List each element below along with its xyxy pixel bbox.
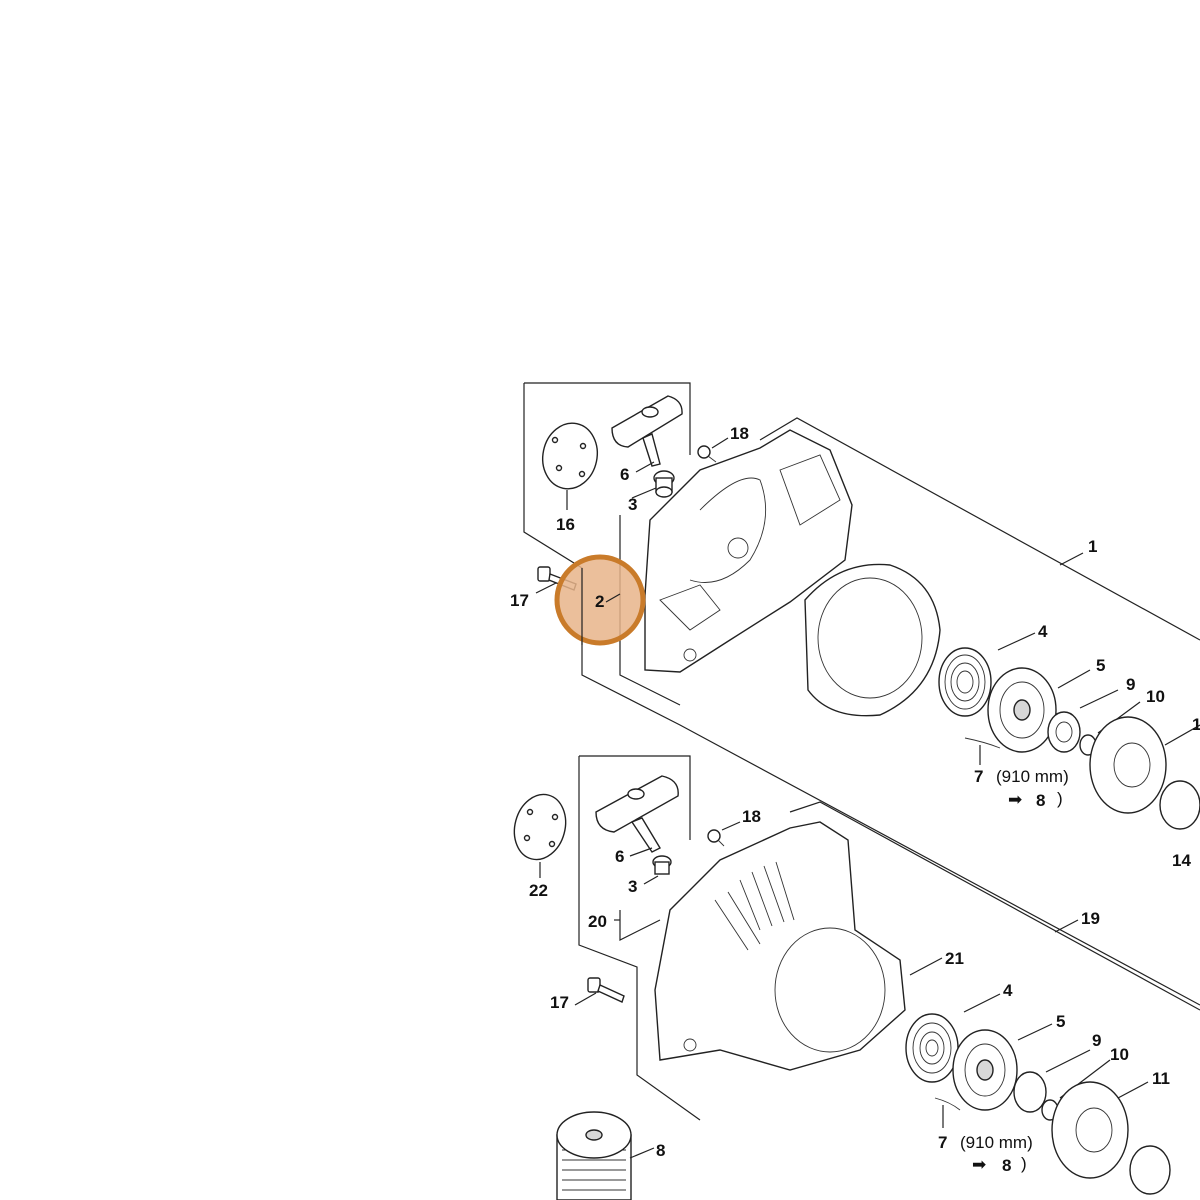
label-part-11-partial: 1 bbox=[1192, 715, 1200, 734]
part-16-plate bbox=[542, 422, 598, 490]
label-part-17-lower: 17 bbox=[550, 993, 569, 1012]
part-19-fan-housing bbox=[654, 821, 906, 1071]
part-7-rope-end-lower bbox=[934, 1097, 961, 1111]
label-paren-close: ) bbox=[1057, 789, 1063, 808]
label-part-5-lower: 5 bbox=[1056, 1012, 1065, 1031]
lower-assembly-frame-top bbox=[789, 801, 1200, 1011]
label-part-16: 16 bbox=[556, 515, 575, 534]
upper-kit-bracket bbox=[524, 382, 691, 455]
label-part-11-lower: 11 bbox=[1152, 1069, 1170, 1088]
lower-kit-bracket bbox=[579, 755, 691, 840]
part-5-rope-rotor bbox=[987, 667, 1057, 753]
part-11-housing-lower bbox=[1051, 1081, 1171, 1195]
label-part-5: 5 bbox=[1096, 656, 1105, 675]
part-18-screw bbox=[697, 445, 717, 463]
part-6-starter-grip bbox=[611, 395, 683, 467]
label-part-8-lower: 8 bbox=[656, 1141, 665, 1160]
part-22-plate bbox=[513, 793, 567, 861]
label-part-7-spec: (910 mm) bbox=[996, 767, 1069, 786]
label-part-4: 4 bbox=[1038, 622, 1048, 641]
part-6-starter-grip-lower bbox=[595, 775, 679, 853]
part-11-housing-partial bbox=[1089, 716, 1200, 830]
part-2-highlight[interactable] bbox=[554, 554, 646, 646]
label-part-19: 19 bbox=[1081, 909, 1100, 928]
part-1-fan-housing bbox=[644, 429, 853, 673]
label-part-4-lower: 4 bbox=[1003, 981, 1013, 1000]
label-part-22: 22 bbox=[529, 881, 548, 900]
label-part-7-lower: 7 bbox=[938, 1133, 947, 1152]
part-3-bushing bbox=[653, 470, 675, 498]
part-9-pawl bbox=[1047, 711, 1081, 753]
label-part-20: 20 bbox=[588, 912, 607, 931]
label-part-3-lower: 3 bbox=[628, 877, 637, 896]
part-18-screw-lower bbox=[707, 829, 725, 847]
part-4-rewind-spring bbox=[938, 647, 992, 717]
label-part-1: 1 bbox=[1088, 537, 1097, 556]
upper-assembly-frame-top bbox=[759, 417, 1200, 641]
arrow-ref-icon-lower: ➡ bbox=[972, 1155, 986, 1174]
label-part-6: 6 bbox=[620, 465, 629, 484]
label-part-8-ref-lower: 8 bbox=[1002, 1156, 1011, 1175]
part-starter-cover bbox=[804, 563, 941, 717]
part-17-screw-lower bbox=[587, 977, 625, 1003]
highlight-circle[interactable] bbox=[554, 554, 646, 646]
label-part-10: 10 bbox=[1146, 687, 1165, 706]
label-part-18-lower: 18 bbox=[742, 807, 761, 826]
part-7-rope-end bbox=[964, 737, 1001, 749]
label-part-6-lower: 6 bbox=[615, 847, 624, 866]
label-part-17: 17 bbox=[510, 591, 529, 610]
label-part-7: 7 bbox=[974, 767, 983, 786]
label-part-3: 3 bbox=[628, 495, 637, 514]
part-9-pawl-lower bbox=[1013, 1071, 1047, 1113]
part-3-bushing-lower bbox=[652, 855, 672, 875]
lower-assembly-frame-left bbox=[578, 756, 701, 1121]
label-part-2[interactable]: 2 bbox=[595, 592, 604, 611]
label-part-21: 21 bbox=[945, 949, 964, 968]
label-part-9: 9 bbox=[1126, 675, 1135, 694]
label-part-14: 14 bbox=[1172, 851, 1191, 870]
label-part-10-lower: 10 bbox=[1110, 1045, 1129, 1064]
label-part-18: 18 bbox=[730, 424, 749, 443]
lower-inner-frame bbox=[619, 910, 661, 941]
arrow-ref-icon: ➡ bbox=[1008, 790, 1022, 809]
label-paren-close-lower: ) bbox=[1021, 1154, 1027, 1173]
part-8-rope-reel bbox=[556, 1111, 632, 1200]
label-part-8-ref: 8 bbox=[1036, 791, 1045, 810]
part-5-rope-rotor-lower bbox=[952, 1029, 1018, 1111]
part-4-rewind-spring-lower bbox=[905, 1013, 959, 1083]
label-part-9-lower: 9 bbox=[1092, 1031, 1101, 1050]
label-part-7-spec-lower: (910 mm) bbox=[960, 1133, 1033, 1152]
